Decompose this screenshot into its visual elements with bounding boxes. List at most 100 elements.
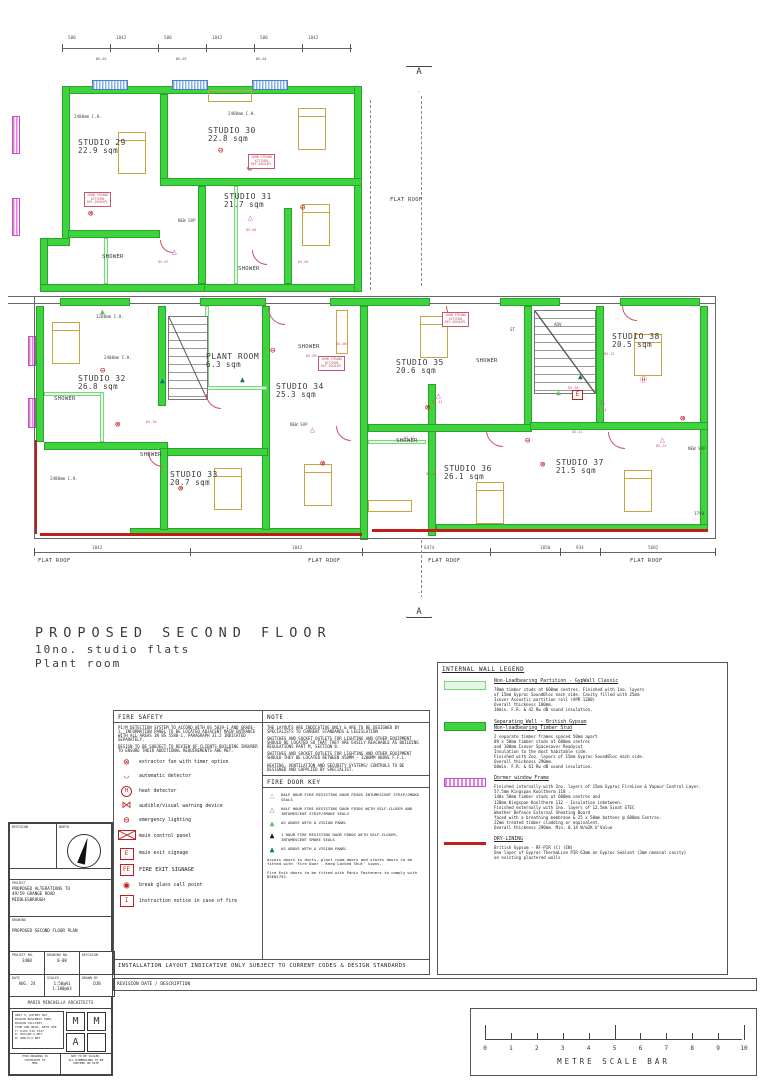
separating-wall bbox=[368, 424, 532, 432]
logo-letter: A bbox=[66, 1033, 85, 1052]
field-value: DJB bbox=[93, 981, 101, 986]
extractor-fan-icon: ⊗ bbox=[425, 403, 431, 413]
flat-roof-label: FLAT ROOF bbox=[38, 558, 71, 564]
fire-door-key-header: FIRE DOOR KEY bbox=[263, 774, 429, 788]
partition-wall bbox=[234, 186, 238, 284]
scale-tick-number: 10 bbox=[740, 1045, 748, 1052]
fire-safety-paragraphs: P1/M DETECTION SYSTEM TO ACCORD WITH BS … bbox=[114, 725, 262, 753]
room-area: 21.7 sqm bbox=[224, 200, 265, 210]
fire-door-key-label: AS ABOVE WITH A VISION PANEL bbox=[281, 845, 347, 851]
exitE-icon: E bbox=[118, 847, 135, 860]
ceiling-height-label: 2400mm C.H. bbox=[104, 355, 132, 360]
field-value: 1:50@A1 1:100@A3 bbox=[52, 981, 72, 991]
scale-tick-number: 5 bbox=[612, 1045, 617, 1052]
room-area: 22.9 sqm bbox=[78, 146, 119, 156]
fire-door-triangle: △ bbox=[248, 213, 253, 222]
staircase bbox=[534, 310, 596, 394]
address-line: BOLDON COLLIERY, bbox=[15, 1020, 44, 1025]
fire-door-triangle: △ bbox=[600, 397, 605, 406]
door-tag: DS-24 bbox=[596, 408, 607, 412]
dryline-swatch-icon bbox=[444, 842, 486, 846]
dimension-tick bbox=[158, 44, 159, 52]
fire-safety-item: ◉break glass call point bbox=[118, 880, 258, 891]
field-value: 3408 bbox=[22, 958, 32, 963]
fire-door-key-note: Access doors in ducts, plant room doors … bbox=[267, 856, 413, 867]
drawing-line bbox=[8, 296, 716, 297]
exit-sign: E bbox=[572, 390, 583, 400]
scale-tick-number: 1 bbox=[509, 1045, 513, 1052]
separating-wall bbox=[60, 298, 130, 306]
fire-door-key-label: HALF HOUR FIRE RESISTING DOOR FD30S INTU… bbox=[281, 791, 420, 802]
separating-wall bbox=[40, 238, 70, 246]
section-dash-line bbox=[421, 96, 422, 286]
plan-subtitle-flats: 10no. studio flats bbox=[35, 643, 191, 656]
project-box: PROJECT PROPOSED ALTERATIONS TO 49/59 GR… bbox=[9, 879, 112, 917]
dimension-tick bbox=[600, 548, 601, 556]
door-tag: DS-07 bbox=[158, 260, 169, 264]
drawing-box: DRAWING PROPOSED SECOND FLOOR PLAN bbox=[9, 916, 112, 952]
separating-wall bbox=[354, 86, 362, 292]
revision-box: REVISION bbox=[9, 823, 57, 869]
ceiling-height-label: 2400mm C.H. bbox=[74, 114, 102, 119]
detector-icon: ◡ bbox=[123, 771, 130, 782]
room-area: 22.8 sqm bbox=[208, 134, 249, 144]
fire-door-key-note: Fire Exit doors to be fitted with Panic … bbox=[267, 869, 417, 880]
fire-door-key-notes: Access doors in ducts, plant room doors … bbox=[263, 856, 429, 880]
fire-safety-item: ⊖emergency lighting bbox=[118, 814, 258, 826]
fire-door-triangle: ▲ bbox=[578, 372, 583, 381]
dimension-tick bbox=[34, 548, 35, 556]
emergency-light-icon: ⊖ bbox=[300, 203, 306, 213]
separating-wall bbox=[198, 186, 206, 284]
room-area: 25.3 sqm bbox=[276, 390, 317, 400]
fire-safety-header: FIRE SAFETY bbox=[114, 711, 262, 723]
fire-door-key-item: △HALF HOUR FIRE RESISTING DOOR FD30S WIT… bbox=[267, 805, 425, 816]
separating-swatch-icon bbox=[444, 721, 486, 731]
dimension-text: 500 bbox=[164, 36, 172, 41]
fire-door-triangle-icon: ▲ bbox=[269, 830, 275, 840]
separating-wall bbox=[160, 94, 168, 182]
scale-tick bbox=[562, 1033, 564, 1040]
scale-tick-number: 7 bbox=[664, 1045, 669, 1052]
titleblock-field: DRAWING NO.0-08 bbox=[44, 951, 80, 975]
legend-entry: Non-Loadbearing Partition - GypWall Clas… bbox=[444, 679, 721, 713]
fire-safety-key: ⊗extractor fan with timer option◡automat… bbox=[114, 757, 262, 908]
disclaimer-box: NOT TO BE SCALED. ALL DIMENSIONS TO BE C… bbox=[60, 1053, 112, 1075]
dimension-text: 1042 bbox=[308, 36, 319, 41]
bed bbox=[634, 334, 662, 376]
copyright-text: THIS DRAWING IS COPYRIGHT OF MMA bbox=[21, 1054, 49, 1066]
scale-tick-number: 8 bbox=[690, 1045, 694, 1052]
bed bbox=[118, 132, 146, 174]
partition-wall bbox=[100, 392, 104, 442]
emergency-icon: ⊖ bbox=[123, 814, 130, 826]
door-tag: DS-12 bbox=[404, 436, 415, 440]
plan-title: PROPOSED SECOND FLOOR bbox=[35, 625, 332, 641]
revision-label: REVISION bbox=[12, 825, 28, 829]
separating-wall bbox=[40, 238, 48, 292]
room-name: STUDIO 29 bbox=[78, 138, 126, 147]
fire-door-triangle-icon: ▲ bbox=[269, 818, 275, 828]
window-hatch bbox=[92, 80, 128, 90]
scale-tick bbox=[744, 1025, 745, 1040]
field-label: DRAWN BY bbox=[82, 976, 98, 980]
staircase bbox=[168, 316, 208, 400]
firm-details-row: UNIT 5, WITNEY WAY,BOLDON BUSINESS PARK,… bbox=[9, 1008, 112, 1054]
door-tag: DS-26 bbox=[568, 386, 579, 390]
drawing-label: DRAWING bbox=[12, 918, 26, 922]
drawing-line bbox=[34, 552, 716, 553]
drawing-line bbox=[34, 296, 35, 538]
door-tag: DS-08 bbox=[336, 342, 347, 346]
scale-tick bbox=[692, 1033, 694, 1040]
field-label: REVISION bbox=[82, 953, 98, 957]
note-paragraph: SWITCHES AND SOCKET OUTLETS FOR LIGHTING… bbox=[267, 736, 419, 750]
door-tag: DS-05 bbox=[298, 260, 309, 264]
fire-door-key-label: AS ABOVE WITH A VISION PANEL bbox=[281, 819, 347, 825]
fire-safety-paragraph: P1/M DETECTION SYSTEM TO ACCORD WITH BS … bbox=[118, 725, 256, 743]
titleblock-field: PROJECT NO.3408 bbox=[9, 951, 45, 975]
dimension-tick bbox=[302, 44, 303, 52]
